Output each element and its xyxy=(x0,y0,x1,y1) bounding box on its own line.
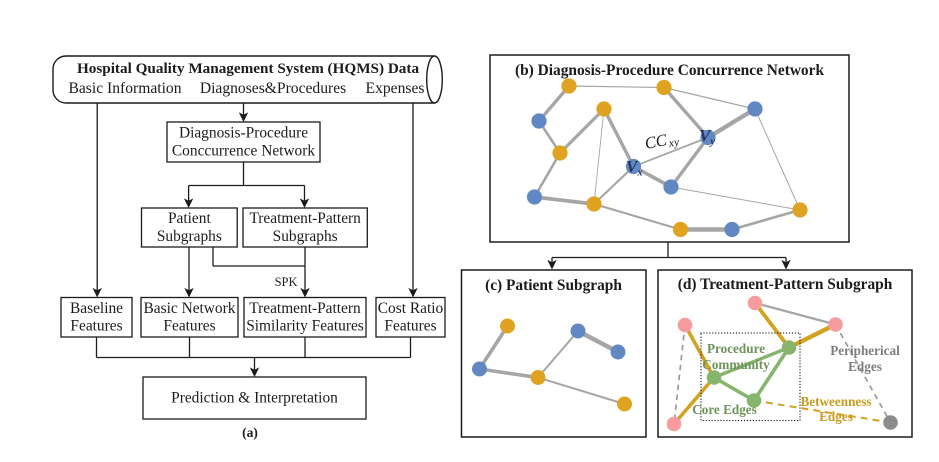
svg-text:Betweenness: Betweenness xyxy=(800,394,871,409)
svg-text:Core Edges: Core Edges xyxy=(692,402,757,417)
svg-text:Peripherical: Peripherical xyxy=(830,343,900,358)
svg-text:(d) Treatment-Pattern Subgraph: (d) Treatment-Pattern Subgraph xyxy=(678,276,893,293)
svg-text:Patient: Patient xyxy=(168,210,211,227)
svg-text:Subgraphs: Subgraphs xyxy=(157,228,222,245)
svg-text:Edges: Edges xyxy=(819,409,853,424)
svg-text:Hospital Quality Management Sy: Hospital Quality Management System (HQMS… xyxy=(77,60,420,77)
svg-text:(b) Diagnosis-Procedure Concur: (b) Diagnosis-Procedure Concurrence Netw… xyxy=(515,62,824,79)
svg-text:Basic Information: Basic Information xyxy=(68,80,181,97)
svg-text:Treatment-Pattern: Treatment-Pattern xyxy=(249,300,361,317)
svg-text:Prediction & Interpretation: Prediction & Interpretation xyxy=(171,390,338,407)
svg-text:(a): (a) xyxy=(242,425,258,440)
svg-text:Similarity Features: Similarity Features xyxy=(246,318,364,335)
svg-text:Procedure: Procedure xyxy=(707,341,765,356)
svg-text:Expenses: Expenses xyxy=(366,80,425,97)
svg-text:Diagnosis-Procedure: Diagnosis-Procedure xyxy=(179,125,308,142)
svg-text:Community: Community xyxy=(702,357,770,372)
svg-text:SPK: SPK xyxy=(275,275,298,289)
svg-text:Conccurrence Network: Conccurrence Network xyxy=(172,142,315,159)
svg-text:Treatment-Pattern: Treatment-Pattern xyxy=(249,210,361,227)
svg-text:Basic Network: Basic Network xyxy=(144,300,236,317)
svg-text:Features: Features xyxy=(70,318,122,335)
svg-text:Cost Ratio: Cost Ratio xyxy=(378,300,444,317)
svg-text:Baseline: Baseline xyxy=(70,300,123,317)
svg-text:Features: Features xyxy=(384,318,436,335)
svg-text:Diagnoses&Procedures: Diagnoses&Procedures xyxy=(200,80,346,97)
svg-text:(c) Patient Subgraph: (c) Patient Subgraph xyxy=(485,277,622,294)
svg-text:Subgraphs: Subgraphs xyxy=(273,228,338,245)
svg-text:Edges: Edges xyxy=(848,359,882,374)
svg-text:Features: Features xyxy=(163,318,215,335)
